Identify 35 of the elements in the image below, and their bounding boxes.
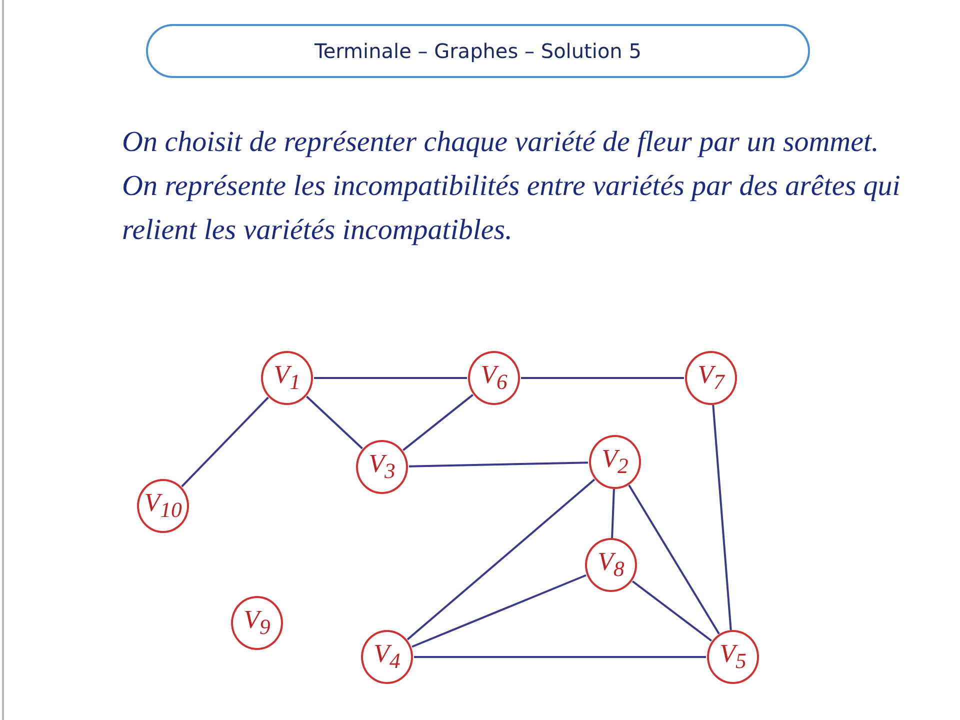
- graph-edge: [408, 462, 588, 468]
- vertex-circle: [261, 351, 313, 405]
- vertex-label: V$_{4}$: [374, 639, 400, 675]
- graph-edge: [712, 404, 732, 630]
- vertex-label: V$_{3}$: [368, 449, 396, 485]
- vertex-circle: [468, 351, 520, 405]
- graph-edge: [521, 377, 684, 379]
- vertex-label: V$_{10}$: [144, 488, 182, 524]
- graph-edge: [406, 478, 596, 640]
- graph-edge: [314, 377, 467, 379]
- graph-edge: [402, 394, 474, 451]
- vertex-label: V$_{7}$: [698, 360, 724, 396]
- vertex-label: V$_{5}$: [720, 639, 746, 675]
- vertex-circle: [361, 630, 413, 684]
- vertex-label: V$_{8}$: [598, 547, 624, 583]
- vertex-circle: [137, 479, 189, 533]
- vertex-label: V$_{6}$: [480, 360, 508, 396]
- graph-edge: [628, 484, 720, 634]
- graph-edge: [412, 574, 586, 648]
- graph-edge: [414, 656, 706, 658]
- vertex-label: V$_{2}$: [602, 444, 628, 480]
- vertex-label: V$_{9}$: [244, 605, 270, 641]
- graph-edge: [306, 396, 363, 450]
- description-paragraph: On choisit de représenter chaque variété de fleur par un sommet. On représente les incompatibilités entre variétés par des arêtes qui relient les variétés incompatibles.: [122, 125, 902, 248]
- vertex-circle: [589, 435, 641, 489]
- graph-edge: [611, 488, 615, 538]
- graph-edge: [632, 580, 712, 642]
- vertex-circle: [685, 351, 737, 405]
- title-banner: Terminale – Graphes – Solution 5: [146, 24, 810, 78]
- vertex-label: V$_{1}$: [274, 360, 300, 396]
- vertex-circle: [585, 538, 637, 592]
- vertex-circle: [231, 596, 283, 650]
- vertex-circle: [707, 630, 759, 684]
- vertex-circle: [356, 440, 408, 494]
- graph-edge: [181, 396, 269, 488]
